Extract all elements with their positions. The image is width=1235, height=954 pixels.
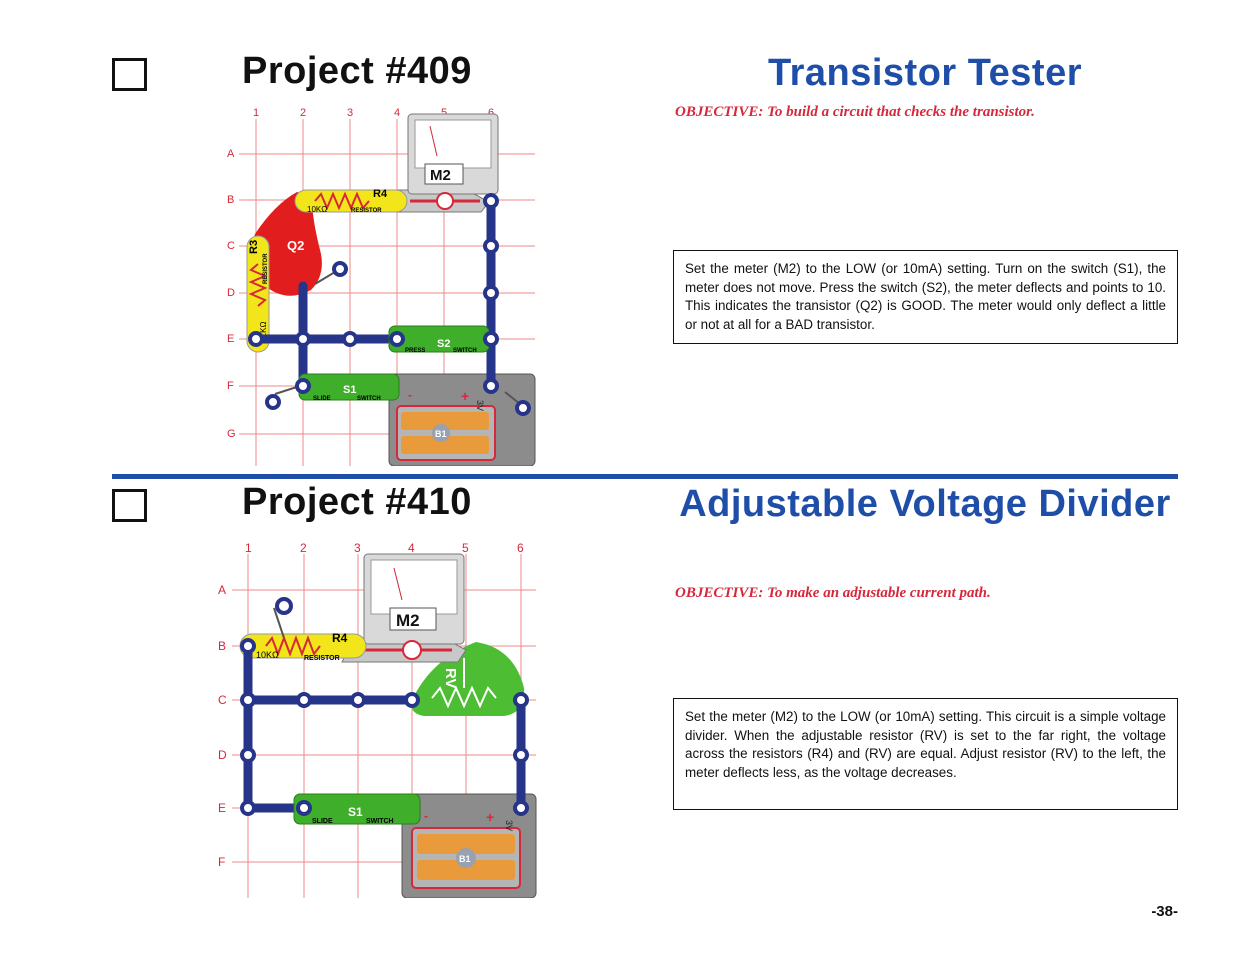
s1-label: S1	[348, 805, 363, 819]
r4-word: RESISTOR	[351, 208, 382, 214]
project-410-number: Project #410	[242, 481, 472, 523]
grid-row-label: G	[227, 428, 236, 440]
grid-row-label: B	[218, 639, 226, 653]
project-410-title: Adjustable Voltage Divider	[679, 483, 1171, 525]
project-409-number: Project #409	[242, 50, 472, 92]
grid-row-label: F	[227, 380, 234, 392]
slide-switch-s1: S1 SLIDE SWITCH	[298, 373, 400, 402]
page-number: -38-	[1151, 903, 1178, 920]
grid-col-label: 2	[300, 541, 307, 555]
project-409-description: Set the meter (M2) to the LOW (or 10mA) …	[673, 250, 1178, 344]
r3-value: 5.1KΩ	[259, 322, 268, 344]
project-410-objective: OBJECTIVE: To make an adjustable current…	[675, 585, 991, 601]
grid-col-label: 5	[441, 107, 447, 119]
s2-label: S2	[437, 338, 450, 350]
battery-label: B1	[459, 854, 471, 864]
grid-col-label: 3	[347, 107, 353, 119]
snap-nodes	[240, 597, 529, 816]
s2-switch: SWITCH	[453, 348, 477, 354]
s1-slide: SLIDE	[312, 818, 333, 825]
r3-label: R3	[248, 240, 260, 254]
meter-label: M2	[430, 167, 451, 184]
grid-row-label: B	[227, 194, 234, 206]
battery-minus: -	[424, 809, 428, 823]
r4-value: 10KΩ	[256, 650, 279, 660]
project-410-circuit-diagram: 1 2 3 4 5 6 A B C D E F B1 - + 3V RV	[218, 541, 537, 898]
battery-minus: -	[408, 388, 412, 402]
project-410-checkbox[interactable]	[112, 489, 147, 522]
grid-col-label: 5	[462, 541, 469, 555]
slide-switch-s1: S1 SLIDE SWITCH	[293, 793, 421, 825]
grid-col-label: 3	[354, 541, 361, 555]
r4-label: R4	[332, 631, 348, 645]
grid-row-label: E	[227, 333, 234, 345]
grid-col-label: 4	[408, 541, 415, 555]
resistor-r4: R4 10KΩ RESISTOR	[239, 631, 367, 662]
project-409-objective: OBJECTIVE: To build a circuit that check…	[675, 104, 1035, 120]
battery-plus: +	[461, 388, 469, 404]
resistor-r3: R3 5.1KΩ RESISTOR	[246, 235, 270, 353]
r4-value: 10KΩ	[307, 205, 327, 214]
battery-plus: +	[486, 809, 494, 825]
grid-col-label: 1	[253, 107, 259, 119]
meter-label: M2	[396, 611, 420, 630]
s1-switch: SWITCH	[357, 396, 381, 402]
battery-voltage: 3V	[504, 820, 514, 831]
s2-press: PRESS	[405, 348, 425, 354]
grid-col-label: 1	[245, 541, 252, 555]
grid-col-label: 6	[488, 107, 494, 119]
meter-m2: M2	[341, 553, 467, 663]
project-409-title: Transistor Tester	[767, 52, 1083, 94]
grid-row-label: A	[227, 148, 235, 160]
grid-row-label: A	[218, 583, 226, 597]
r4-word: RESISTOR	[304, 655, 340, 662]
grid-row-label: C	[227, 240, 235, 252]
battery-voltage: 3V	[475, 400, 485, 411]
project-410-description: Set the meter (M2) to the LOW (or 10mA) …	[673, 698, 1178, 810]
battery-label: B1	[435, 429, 447, 439]
adjustable-resistor-rv: RV	[411, 642, 525, 716]
section-divider	[112, 474, 1178, 479]
grid-col-label: 2	[300, 107, 306, 119]
grid-col-label: 4	[394, 107, 400, 119]
grid-row-label: E	[218, 801, 226, 815]
r3-word: RESISTOR	[263, 253, 269, 284]
s1-switch: SWITCH	[366, 818, 394, 825]
resistor-r4: R4 10KΩ RESISTOR	[294, 188, 408, 214]
transistor-label: Q2	[287, 238, 304, 253]
rv-label: RV	[442, 668, 459, 689]
battery-b1: B1 - + 3V	[401, 793, 537, 898]
battery-b1: B1 - + 3V	[388, 373, 536, 466]
s1-label: S1	[343, 384, 356, 396]
grid-col-label: 6	[517, 541, 524, 555]
snap-nodes	[248, 193, 531, 416]
s1-slide: SLIDE	[313, 396, 331, 402]
project-409-checkbox[interactable]	[112, 58, 147, 91]
project-409-circuit-diagram: 1 2 3 4 5 6 A B C D E F G B1 - + 3V M2	[227, 107, 536, 466]
grid-row-label: F	[218, 855, 225, 869]
grid-row-label: C	[218, 693, 227, 707]
grid-row-label: D	[218, 748, 227, 762]
r4-label: R4	[373, 188, 388, 200]
grid-row-label: D	[227, 287, 235, 299]
